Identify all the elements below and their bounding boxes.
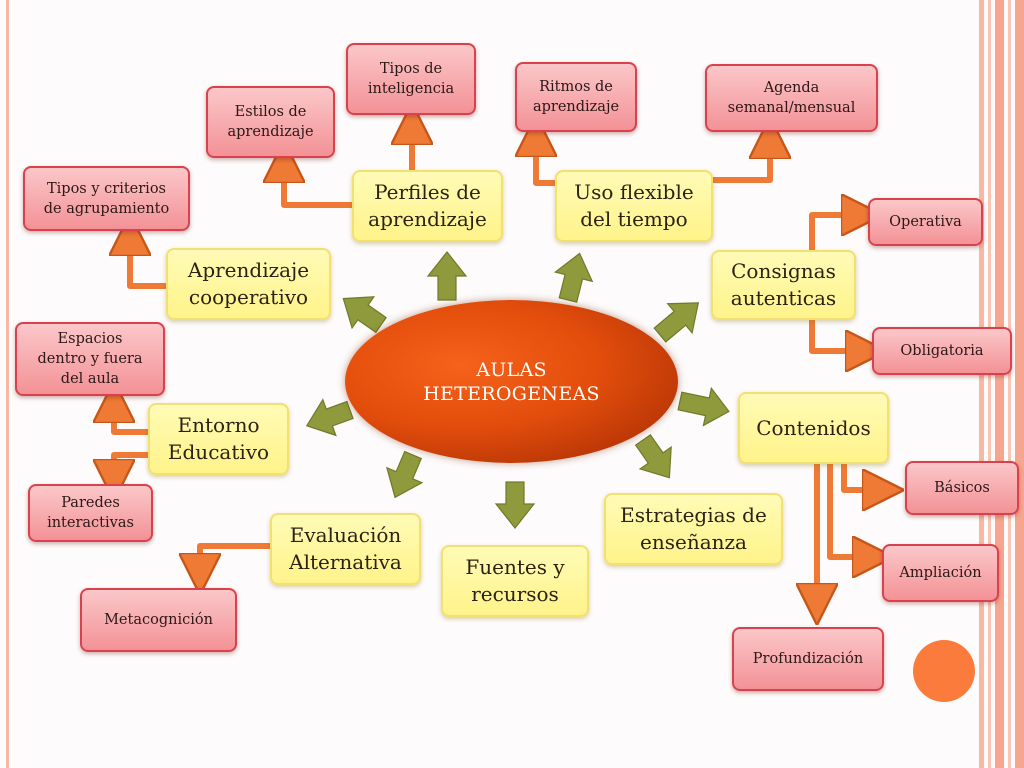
node-line: Alternativa [289, 550, 402, 574]
leaf-ampliacion: Ampliación [882, 544, 999, 602]
orange-connector [827, 463, 873, 557]
right-frame-stripe [988, 0, 991, 768]
leaf-line: Agenda [763, 80, 820, 96]
leaf-line: Ampliación [899, 565, 982, 581]
orange-connector [114, 402, 150, 435]
olive-arrow [634, 434, 672, 479]
right-frame-stripe [995, 0, 1004, 768]
olive-arrow [386, 450, 424, 499]
right-frame-stripe [1015, 0, 1024, 768]
orange-connector [841, 463, 883, 490]
olive-arrow [494, 481, 536, 529]
olive-arrow [554, 252, 594, 303]
node-line: Estrategias de [620, 503, 767, 527]
orange-connector [712, 138, 770, 183]
leaf-line: Obligatoria [900, 343, 984, 359]
node-line: cooperativo [188, 285, 309, 309]
leaf-line: aprendizaje [227, 124, 314, 140]
center-line1: AULAS [476, 358, 547, 381]
node-line: del tiempo [580, 207, 688, 231]
leaf-espacios-dentro-y-fuera-del-aula: Espacios dentro y fuera del aula [15, 322, 165, 396]
central-topic-ellipse: AULAS HETEROGENEAS [345, 300, 678, 463]
right-frame-stripe [979, 0, 984, 768]
olive-arrow [342, 296, 387, 334]
node-line: Fuentes y [465, 555, 565, 579]
leaf-line: Metacognición [104, 612, 213, 628]
leaf-line: de agrupamiento [43, 200, 170, 217]
node-line: Entorno [177, 413, 260, 437]
orange-connector [536, 136, 556, 186]
node-line: Contenidos [756, 415, 871, 440]
olive-arrow [653, 302, 700, 343]
orange-connector [114, 452, 150, 480]
leaf-line: Ritmos de [539, 79, 613, 95]
leaf-line: aprendizaje [532, 99, 620, 115]
olive-arrow [677, 386, 730, 427]
leaf-metacognicion: Metacognición [80, 588, 237, 652]
leaf-operativa: Operativa [868, 198, 983, 246]
leaf-paredes-interactivas: Paredes interactivas [28, 484, 153, 542]
node-line: Aprendizaje [187, 258, 310, 282]
node-consignas-autenticas: Consignas autenticas [711, 250, 856, 320]
node-aprendizaje-cooperativo: Aprendizaje cooperativo [166, 248, 331, 320]
leaf-line: interactivas [47, 515, 134, 531]
node-fuentes-y-recursos: Fuentes y recursos [441, 545, 589, 617]
leaf-line: Tipos y criterios [46, 180, 166, 197]
leaf-line: inteligencia [367, 81, 455, 97]
node-uso-flexible-del-tiempo: Uso flexible del tiempo [555, 170, 713, 242]
olive-arrow [426, 251, 468, 301]
leaf-estilos-de-aprendizaje: Estilos de aprendizaje [206, 86, 335, 158]
leaf-line: Espacios [57, 331, 123, 347]
node-line: aprendizaje [368, 207, 487, 231]
leaf-line: semanal/mensual [727, 100, 856, 116]
node-line: Uso flexible [574, 180, 694, 204]
left-frame-stripe [6, 0, 9, 768]
leaf-basicos: Básicos [905, 461, 1019, 515]
leaf-line: Tipos de [379, 61, 443, 77]
leaf-line: Básicos [934, 480, 990, 496]
orange-connector [809, 318, 866, 351]
leaf-tipos-de-inteligencia: Tipos de inteligencia [346, 43, 476, 115]
olive-arrow [305, 398, 354, 437]
node-line: Evaluación [289, 523, 402, 547]
leaf-line: Profundización [752, 651, 864, 667]
orange-connector [200, 543, 272, 574]
leaf-line: Estilos de [234, 104, 307, 120]
node-line: enseñanza [640, 530, 747, 554]
leaf-tipos-y-criterios-de-agrupamiento: Tipos y criterios de agrupamiento [23, 166, 190, 231]
node-line: Perfiles de [374, 180, 481, 204]
orange-connector [284, 162, 352, 208]
accent-circle [913, 640, 975, 702]
leaf-agenda-semanal-mensual: Agenda semanal/mensual [705, 64, 878, 132]
node-line: Consignas [731, 259, 836, 283]
node-line: Educativo [167, 440, 270, 464]
node-contenidos: Contenidos [738, 392, 889, 464]
leaf-profundizacion: Profundización [732, 627, 884, 691]
leaf-line: Paredes [61, 495, 120, 511]
orange-connector [809, 215, 862, 250]
leaf-line: del aula [60, 371, 120, 387]
leaf-ritmos-de-aprendizaje: Ritmos de aprendizaje [515, 62, 637, 132]
orange-connector [130, 235, 167, 289]
node-line: autenticas [730, 286, 837, 310]
right-frame-stripe [1008, 0, 1011, 768]
center-line2: HETEROGENEAS [423, 382, 600, 405]
node-estrategias-de-ensenanza: Estrategias de enseñanza [604, 493, 783, 565]
leaf-line: dentro y fuera [37, 351, 143, 367]
node-line: recursos [471, 582, 559, 606]
node-perfiles-de-aprendizaje: Perfiles de aprendizaje [352, 170, 503, 242]
leaf-obligatoria: Obligatoria [872, 327, 1012, 375]
leaf-line: Operativa [889, 214, 962, 230]
